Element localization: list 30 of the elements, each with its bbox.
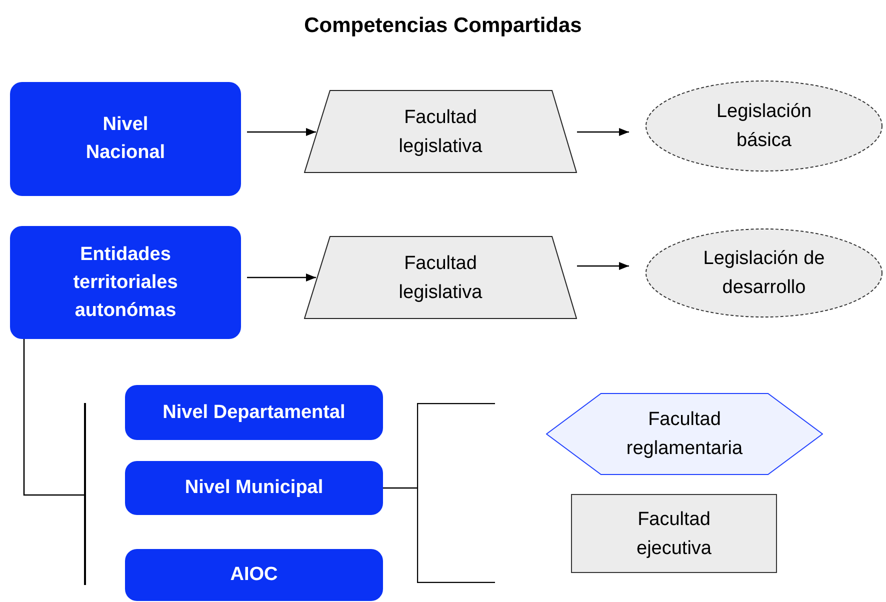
trapezoid-shape	[304, 90, 577, 173]
node-label: Legislación básica	[715, 100, 813, 153]
node-label: Entidades territoriales autonómas	[72, 242, 179, 322]
process-box	[571, 494, 777, 573]
trapezoid-shape	[304, 236, 577, 319]
diagram-title: Competencias Compartidas	[303, 13, 583, 39]
connector-line	[23, 339, 84, 496]
connector-line	[383, 487, 417, 489]
level-box	[125, 461, 383, 515]
node-label: Facultad ejecutiva	[636, 508, 712, 560]
node-label: Facultad reglamentaria	[625, 408, 744, 461]
arrow	[247, 274, 316, 282]
ellipse-shape	[645, 228, 883, 318]
bracket-line	[417, 403, 495, 583]
arrow	[577, 262, 629, 270]
level-box	[10, 82, 241, 196]
node-label: Facultad legislativa	[398, 106, 484, 158]
ellipse-shape	[645, 80, 883, 172]
node-label: Facultad legislativa	[398, 252, 484, 304]
level-box	[125, 385, 383, 440]
node-label: Nivel Departamental	[162, 400, 346, 424]
arrow	[577, 128, 629, 136]
level-box	[125, 549, 383, 601]
node-label: Legislación de desarrollo	[702, 247, 826, 300]
level-box	[10, 226, 241, 339]
node-label: AIOC	[230, 563, 278, 587]
hexagon-shape	[546, 393, 823, 475]
node-label: Nivel Municipal	[184, 476, 324, 500]
arrow	[247, 128, 316, 136]
node-label: Nivel Nacional	[84, 113, 166, 165]
